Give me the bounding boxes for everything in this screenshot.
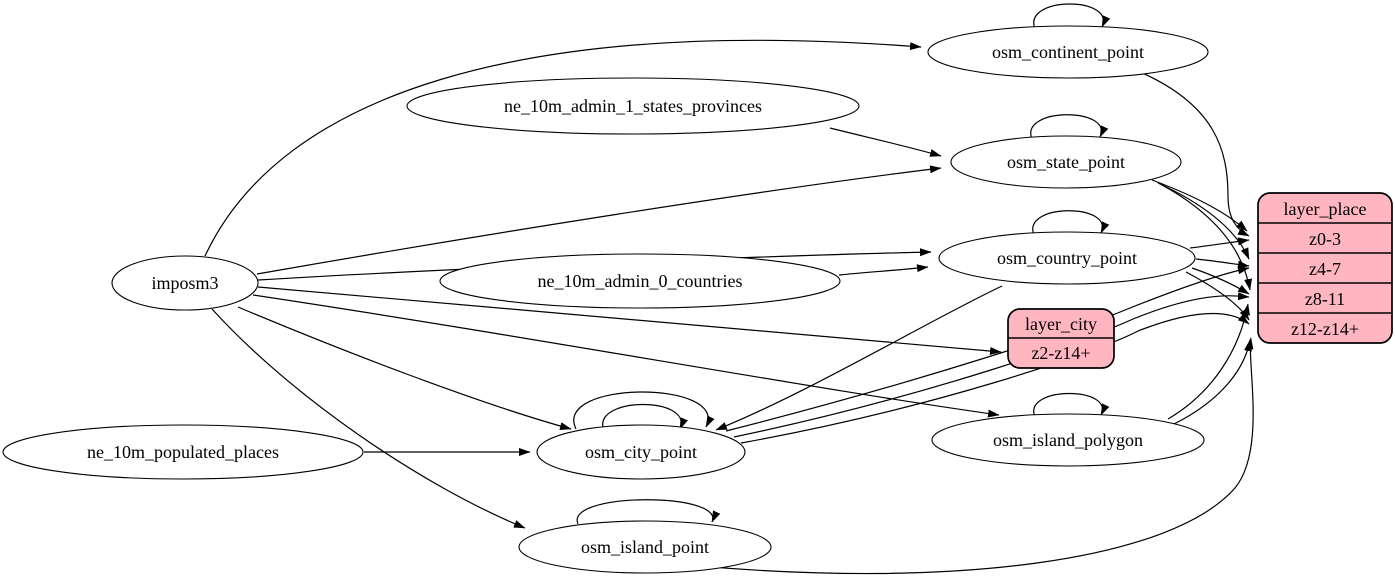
edge-osm_state_point-layer_place-z0-3 <box>1151 179 1248 232</box>
layer_place-row-z4-7: z4-7 <box>1309 259 1341 279</box>
edge-osm_country_point-layer_place-z4-7 <box>1195 258 1250 269</box>
layer_city-row-z2-z14: z2-z14+ <box>1031 343 1090 363</box>
ne_10m_admin_1_states_provinces-ellipse <box>406 77 860 135</box>
edge-selfloop-osm_state_point <box>1030 114 1109 140</box>
edge-osm_city_point-layer_place-z8-11 <box>733 292 1250 438</box>
imposm3-label: imposm3 <box>151 273 218 293</box>
edge-selfloop-osm_country_point <box>1032 210 1110 236</box>
edge-imposm3-layer_city <box>257 286 1002 356</box>
edge-imposm3-osm_state_point <box>256 165 942 275</box>
node-ne_10m_populated_places: ne_10m_populated_places <box>2 424 364 480</box>
edge-selfloop-osm_island_polygon <box>1033 392 1110 418</box>
edge-ne_10m_admin_0_countries-osm_country_point <box>838 264 929 276</box>
ne_10m_admin_0_countries-ellipse <box>439 253 841 309</box>
edge-selfloop-osm_island_point <box>576 499 721 525</box>
edge-imposm3-osm_continent_point <box>204 39 922 257</box>
edge-imposm3-osm_island_polygon <box>252 294 1000 418</box>
ne_10m_populated_places-ellipse <box>2 424 364 480</box>
node-osm_continent_point: osm_continent_point <box>927 25 1209 79</box>
node-osm_country_point: osm_country_point <box>938 231 1196 285</box>
osm_country_point-label: osm_country_point <box>997 248 1137 268</box>
osm_island_point-ellipse <box>518 520 772 574</box>
osm_island_polygon-ellipse <box>931 413 1205 467</box>
edge-imposm3-osm_island_point <box>211 308 526 529</box>
edge-osm_continent_point-layer_place-z0-3 <box>1139 71 1250 237</box>
imposm3-ellipse <box>111 255 259 311</box>
osm_state_point-ellipse <box>950 135 1182 189</box>
edge-osm_island_polygon-layer_place-z8-11 <box>1167 303 1250 420</box>
edge-osm_country_point-layer_place-z0-3 <box>1189 237 1250 249</box>
layer_place-row-z12-z14: z12-z14+ <box>1291 319 1359 339</box>
edge-osm_state_point-layer_place-z4-7 <box>1157 182 1250 260</box>
osm_country_point-ellipse <box>938 231 1196 285</box>
edge-imposm3-osm_city_point <box>237 306 572 430</box>
node-layer_place: layer_place z0-3 z4-7 z8-11 z12-z14+ <box>1257 192 1393 344</box>
osm_city_point-label: osm_city_point <box>585 442 697 462</box>
edge-ne_10m_admin_1_states_provinces-osm_state_point <box>829 127 942 157</box>
layer_place-row-z0-3: z0-3 <box>1309 229 1341 249</box>
node-ne_10m_admin_0_countries: ne_10m_admin_0_countries <box>439 253 841 309</box>
osm_continent_point-ellipse <box>927 25 1209 79</box>
edge-selfloop-osm_continent_point <box>1033 3 1111 30</box>
ne_10m_admin_1_states_provinces-label: ne_10m_admin_1_states_provinces <box>504 96 762 116</box>
osm_island_polygon-label: osm_island_polygon <box>993 430 1143 450</box>
node-osm_state_point: osm_state_point <box>950 135 1182 189</box>
edge-selfloop-osm_city_point-inner <box>602 403 688 432</box>
layer_place-row-z8-11: z8-11 <box>1305 289 1345 309</box>
layer_place-title: layer_place <box>1284 199 1367 219</box>
layer_place-box <box>1257 192 1393 344</box>
osm_city_point-ellipse <box>536 424 746 480</box>
edge-osm_island_point-layer_place-z12-z14 <box>699 337 1254 575</box>
node-osm_island_point: osm_island_point <box>518 520 772 574</box>
osm_continent_point-label: osm_continent_point <box>992 42 1144 62</box>
ne_10m_admin_0_countries-label: ne_10m_admin_0_countries <box>538 271 743 291</box>
edge-osm_country_point-layer_place-z8-11 <box>1191 267 1250 295</box>
node-osm_city_point: osm_city_point <box>536 424 746 480</box>
edge-osm_state_point-layer_place-z8-11 <box>1161 184 1253 291</box>
edge-osm_island_polygon-layer_place-z12-z14 <box>1173 339 1252 425</box>
edge-osm_country_point-osm_city_point <box>715 285 1003 431</box>
layer_city-title: layer_city <box>1025 314 1097 334</box>
node-layer_city: layer_city z2-z14+ <box>1007 308 1115 369</box>
osm_state_point-label: osm_state_point <box>1007 152 1125 172</box>
edges <box>204 3 1254 575</box>
edge-selfloop-osm_city_point-outer <box>573 391 715 430</box>
node-imposm3: imposm3 <box>111 255 259 311</box>
node-ne_10m_admin_1_states_provinces: ne_10m_admin_1_states_provinces <box>406 77 860 135</box>
ne_10m_populated_places-label: ne_10m_populated_places <box>87 442 279 462</box>
node-osm_island_polygon: osm_island_polygon <box>931 413 1205 467</box>
osm_island_point-label: osm_island_point <box>581 537 709 557</box>
